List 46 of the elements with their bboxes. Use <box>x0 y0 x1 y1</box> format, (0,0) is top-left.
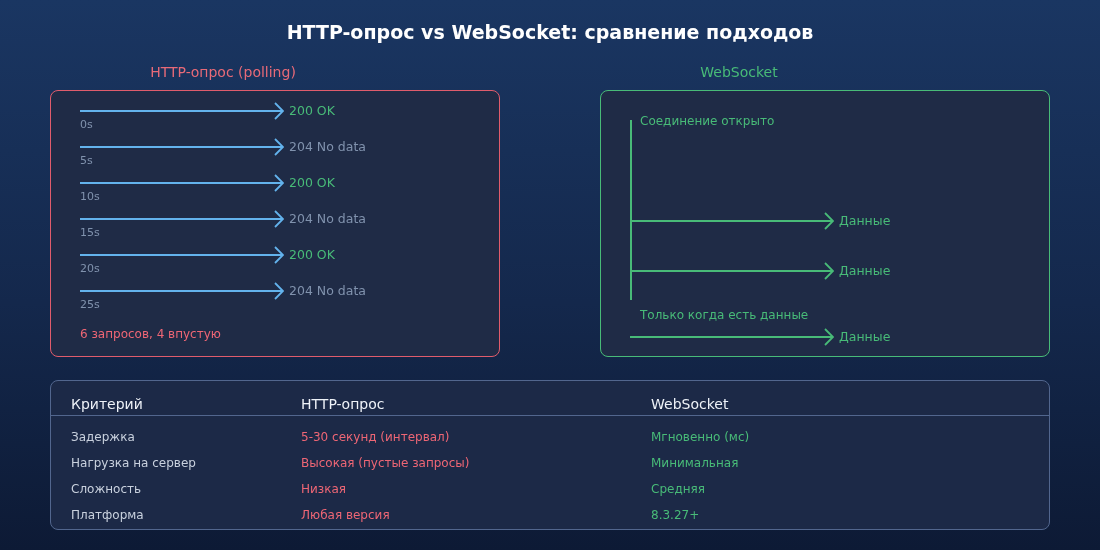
arrow <box>79 174 284 192</box>
row-label: Нагрузка на сервер <box>71 455 196 472</box>
arrow <box>629 328 834 346</box>
arrow <box>79 138 284 156</box>
response-status: 200 OK <box>283 102 335 120</box>
connection-caption: Соединение открыто <box>640 113 775 130</box>
data-message: Данные <box>833 262 891 280</box>
row-label: Сложность <box>71 481 142 498</box>
time-label: 0s <box>80 117 93 133</box>
polling-value: Низкая <box>301 481 347 498</box>
time-label: 25s <box>80 297 100 313</box>
row-label: Задержка <box>71 429 135 446</box>
response-status: 200 OK <box>283 174 335 192</box>
summary-note: 6 запросов, 4 впустую <box>80 326 221 343</box>
time-label: 5s <box>80 153 93 169</box>
timeline-bar <box>630 120 632 300</box>
panel-title: WebSocket <box>700 63 778 81</box>
row-label: Платформа <box>71 507 144 524</box>
websocket-value: 8.3.27+ <box>651 507 700 524</box>
arrow <box>79 102 284 120</box>
column-header: Критерий <box>71 395 143 413</box>
websocket-value: Мгновенно (мс) <box>651 429 750 446</box>
response-status: 204 No data <box>283 210 366 228</box>
annotation-note: Только когда есть данные <box>640 307 809 324</box>
polling-value: 5-30 секунд (интервал) <box>301 429 450 446</box>
polling-value: Высокая (пустые запросы) <box>301 455 470 472</box>
data-message: Данные <box>833 212 891 230</box>
data-message: Данные <box>833 328 891 346</box>
arrow <box>631 212 834 230</box>
arrow <box>631 262 834 280</box>
response-status: 200 OK <box>283 246 335 264</box>
arrow <box>79 246 284 264</box>
arrow <box>79 210 284 228</box>
time-label: 15s <box>80 225 100 241</box>
diagram-title: HTTP-опрос vs WebSocket: сравнение подходов <box>286 20 814 44</box>
panel-title: HTTP-опрос (polling) <box>150 63 296 81</box>
websocket-value: Средняя <box>651 481 705 498</box>
column-header: WebSocket <box>651 395 729 413</box>
time-label: 10s <box>80 189 100 205</box>
arrow <box>79 282 284 300</box>
polling-value: Любая версия <box>301 507 390 524</box>
response-status: 204 No data <box>283 282 366 300</box>
column-header: HTTP-опрос <box>301 395 385 413</box>
time-label: 20s <box>80 261 100 277</box>
websocket-value: Минимальная <box>651 455 739 472</box>
response-status: 204 No data <box>283 138 366 156</box>
